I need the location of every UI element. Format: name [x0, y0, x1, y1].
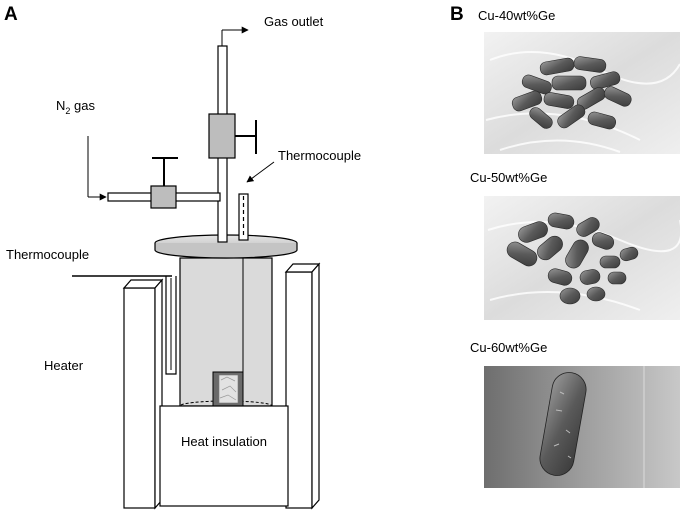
gas-outlet-label: Gas outlet: [264, 14, 324, 29]
sample-1-ingot: [587, 111, 617, 130]
sample-2-ingot: [619, 246, 639, 262]
sample-2-ingot: [559, 287, 581, 305]
heater-right-side: [311, 262, 320, 510]
inlet-valve: [150, 185, 177, 209]
thermocouple-left-label: Thermocouple: [6, 247, 89, 262]
sample-2-ingot: [576, 217, 600, 237]
sample-2-ingot: [591, 232, 615, 250]
sample-2-ingot: [579, 269, 601, 285]
sample-1-ingot: [543, 92, 575, 109]
sample-1-caption: Cu-40wt%Ge: [478, 8, 555, 23]
sample-2-caption: Cu-50wt%Ge: [470, 170, 547, 185]
thermocouple-top-arrow: [246, 161, 275, 183]
sample-2-ingot: [586, 286, 606, 302]
crucible-sample: [218, 374, 239, 404]
heat-insulation-block: [159, 405, 289, 507]
panel-b: B Cu-40wt%Ge Cu-50wt%Ge: [450, 4, 683, 488]
sample-3-photo: [484, 366, 680, 488]
sample-2-ingot: [506, 241, 538, 267]
heater-label: Heater: [44, 358, 84, 373]
sample-texture: [219, 376, 237, 401]
sample-1-ingot: [529, 107, 553, 129]
outlet-valve: [208, 113, 236, 159]
sample-1-ingot: [590, 71, 621, 90]
heater-left-wall: [123, 287, 156, 509]
sample-2-ingot: [518, 221, 548, 243]
sample-1-ingot: [511, 90, 543, 112]
sample-1-ingot: [604, 86, 632, 107]
sample-2-photo: [484, 196, 683, 320]
thermocouple-left-sheath: [165, 276, 177, 375]
sample-2-ingot: [547, 268, 573, 286]
heater-right-wall: [285, 271, 313, 509]
sample-3-caption: Cu-60wt%Ge: [470, 340, 547, 355]
lid-rim: [154, 243, 298, 259]
sample-2-ingot: [537, 235, 563, 261]
heat-insulation-label: Heat insulation: [181, 434, 267, 449]
sample-1-ingot: [521, 74, 552, 95]
sample-2-ingot: [607, 271, 627, 285]
thermocouple-top-label: Thermocouple: [278, 148, 361, 163]
sample-1-background: [484, 32, 680, 154]
sample-2-ingot: [565, 239, 589, 269]
sample-1-photo: [484, 32, 681, 154]
panel-b-letter: B: [450, 4, 464, 25]
sample-3-ingot: [539, 372, 587, 476]
sample-1-ingot: [551, 75, 587, 91]
sample-3-ingot-highlights: [553, 391, 572, 459]
panel-a: A Heat insulation Gas outlet: [4, 4, 361, 510]
sample-1-ingot: [573, 56, 607, 73]
sample-1-ingot: [557, 104, 586, 129]
n2-gas-label: N2 gas: [56, 98, 95, 116]
panel-a-letter: A: [4, 4, 18, 25]
sample-2-ingot: [599, 255, 621, 269]
sample-2-ingot: [547, 212, 575, 230]
